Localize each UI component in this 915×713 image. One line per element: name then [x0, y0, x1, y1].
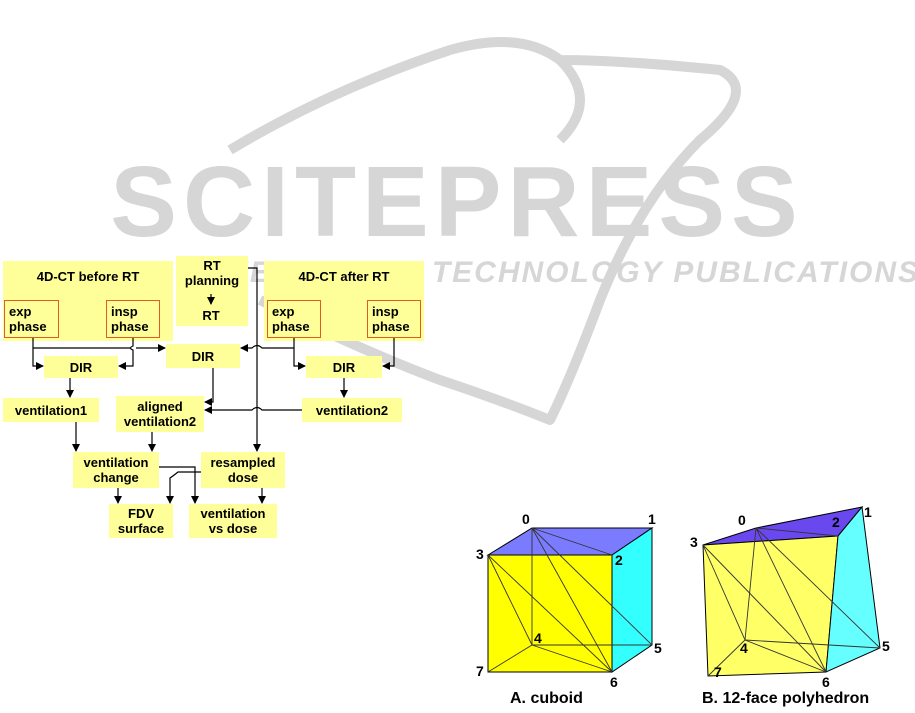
dir-left-box: DIR	[44, 356, 118, 378]
cuboid-vertex-4: 4	[534, 630, 542, 646]
ct-after-label: 4D-CT after RT	[298, 269, 390, 284]
ct-before-label: 4D-CT before RT	[36, 269, 140, 284]
polyhedron12-vertex-4: 4	[740, 640, 748, 656]
rt-planning-label: RT planning	[184, 258, 240, 288]
cuboid-figure	[486, 527, 654, 673]
polyhedron12-vertex-2: 2	[832, 514, 840, 530]
dir-mid-box: DIR	[166, 344, 240, 368]
cuboid-vertex-2: 2	[615, 552, 623, 568]
connector-rt-planning-dose	[248, 267, 261, 452]
exp-phase-after: exp phase	[267, 300, 321, 338]
polyhedron12-vertex-6: 6	[822, 674, 830, 690]
cuboid-caption: A. cuboid	[510, 690, 583, 707]
polyhedron12-caption: B. 12-face polyhedron	[702, 690, 870, 707]
connector-insp-before-dir	[118, 338, 134, 370]
cuboid-vertex-1: 1	[648, 511, 656, 527]
ventilation-vs-dose-box: ventilation vs dose	[189, 504, 277, 538]
connector-exp-after-dir-right	[293, 338, 306, 370]
connector-insp-after-dir-right	[382, 338, 395, 370]
exp-phase-before: exp phase	[4, 300, 59, 338]
dir-right-box: DIR	[306, 356, 382, 378]
ventilation-change-box: ventilation change	[73, 452, 159, 488]
watermark-title: SCITEPRESS	[110, 146, 804, 258]
cuboid-vertex-5: 5	[654, 640, 662, 656]
cuboid-vertex-6: 6	[610, 674, 618, 690]
polyhedron12-vertex-7: 7	[714, 664, 722, 680]
resampled-dose-box: resampled dose	[201, 452, 285, 488]
insp-phase-after: insp phase	[367, 300, 421, 338]
polyhedron12-vertex-1: 1	[864, 504, 872, 520]
cuboid-vertex-7: 7	[476, 663, 484, 679]
connector-change-vs-dose	[159, 466, 199, 504]
rt-label-box: RT	[195, 305, 227, 325]
cuboid-vertex-0: 0	[522, 511, 530, 527]
polyhedron12-vertex-5: 5	[882, 638, 890, 654]
watermark-book-outline	[227, 37, 741, 425]
connector-dir-mid-aligned	[204, 368, 214, 406]
connector-exp-before-dir	[32, 338, 44, 370]
cuboid-vertex-3: 3	[476, 546, 484, 562]
ventilation2-box: ventilation2	[302, 398, 402, 422]
fdv-surface-box: FDV surface	[109, 504, 173, 538]
ventilation1-box: ventilation1	[3, 398, 99, 422]
aligned-ventilation2-box: aligned ventilation2	[116, 396, 204, 432]
polyhedron12-figure	[702, 505, 881, 677]
connector-dose-fdv	[166, 471, 201, 504]
polyhedron12-vertex-0: 0	[738, 512, 746, 528]
polyhedron12-vertex-3: 3	[690, 534, 698, 550]
insp-phase-before: insp phase	[106, 300, 160, 338]
